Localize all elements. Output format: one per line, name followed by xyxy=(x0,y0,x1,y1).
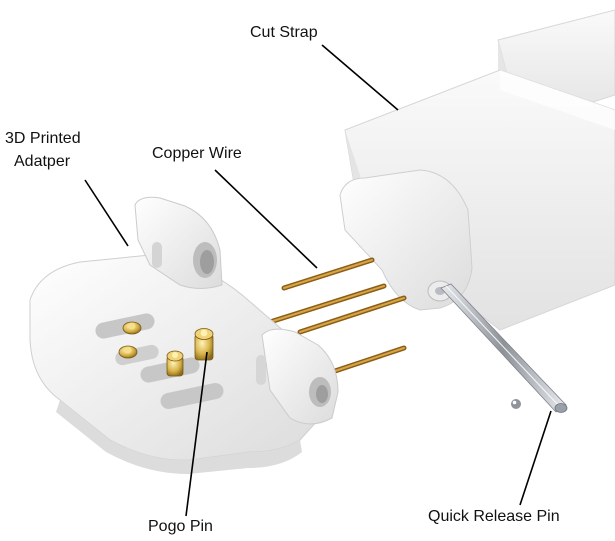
adapter-label-line2: Adatper xyxy=(14,153,71,170)
adapter-label-line1: 3D Printed xyxy=(5,130,81,147)
leader-lines xyxy=(84,44,552,517)
pogo-pins xyxy=(118,321,214,377)
adapter-leader xyxy=(84,179,129,247)
pogo-pin-label: Pogo Pin xyxy=(148,518,213,535)
pogo-pin-2 xyxy=(118,345,138,359)
quick-release-pin xyxy=(440,283,568,413)
pogo-pin-3 xyxy=(166,350,184,377)
cut-strap-label: Cut Strap xyxy=(250,24,318,41)
quick-release-pin-label: Quick Release Pin xyxy=(428,508,560,525)
cut-strap xyxy=(339,9,615,331)
pogo-pin-4 xyxy=(194,328,214,361)
printed-adapter xyxy=(29,196,339,474)
copper-wire-leader xyxy=(214,169,318,269)
copper-wires xyxy=(267,257,407,375)
pogo-pin-1 xyxy=(122,321,142,335)
copper-wire-label: Copper Wire xyxy=(152,145,242,162)
cut-strap-leader xyxy=(321,44,399,111)
pogo-pin-leader xyxy=(185,351,208,517)
quick-release-pin-leader xyxy=(519,410,552,506)
